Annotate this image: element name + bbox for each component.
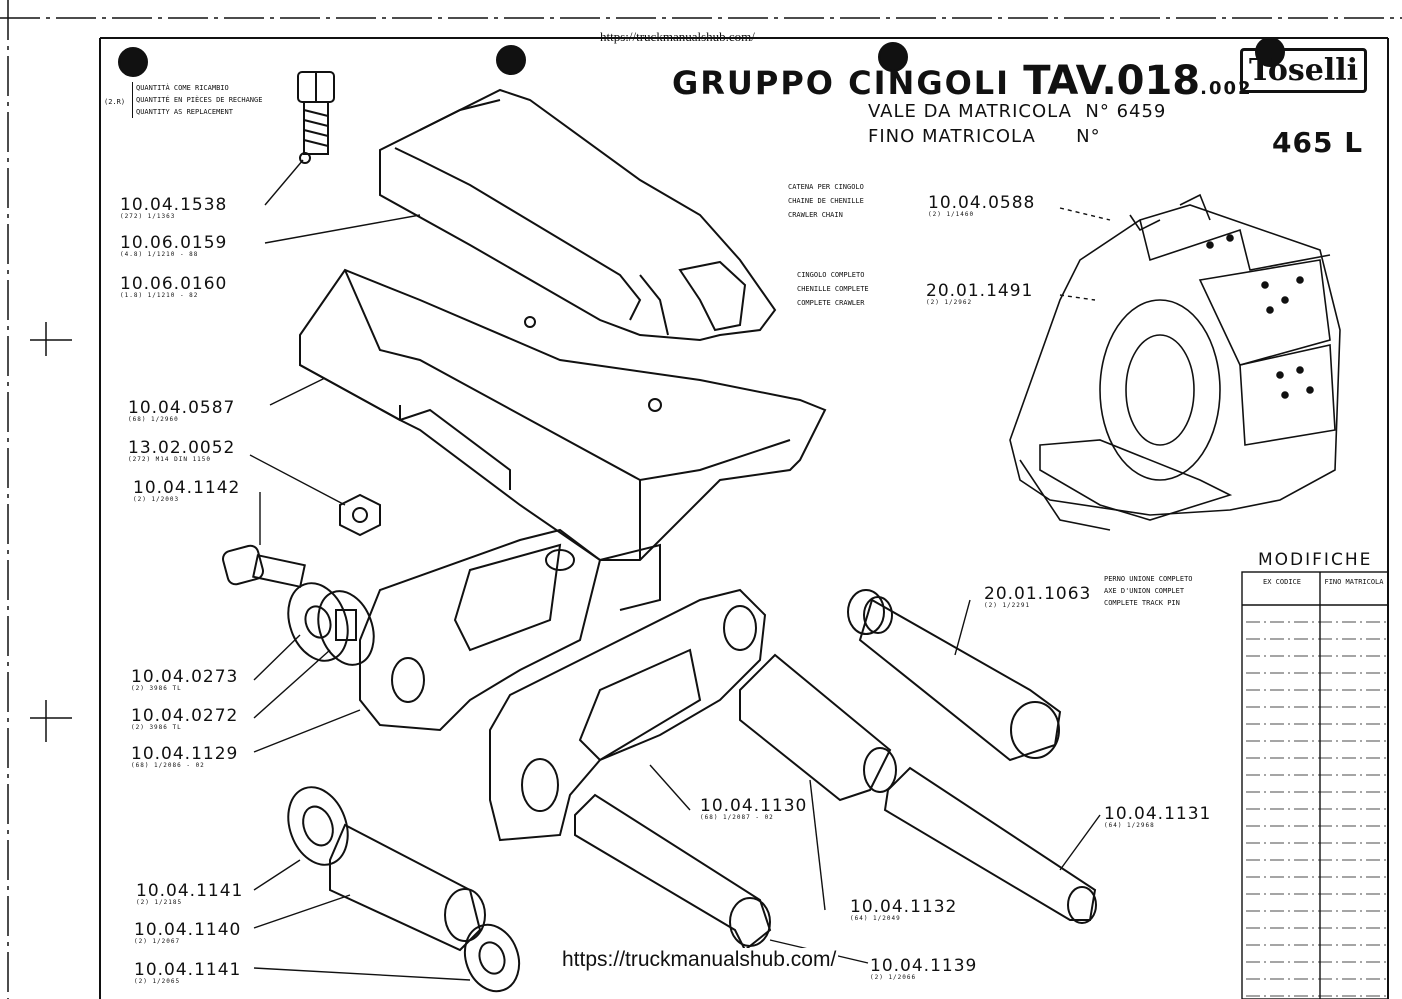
part-label: 10.04.1141(2) 1/2185 bbox=[136, 881, 244, 906]
source-url-bottom[interactable]: https://truckmanualshub.com/ bbox=[560, 948, 839, 972]
leader-lines bbox=[249, 159, 1111, 981]
valid-from: VALE DA MATRICOLA N° 6459 bbox=[868, 101, 1167, 122]
track-link-right bbox=[489, 588, 767, 842]
punch-hole bbox=[118, 47, 148, 77]
part-label: 10.06.0159(4.8) 1/1210 - 88 bbox=[120, 233, 228, 258]
part-label: 10.04.1130(68) 1/2087 - 02 bbox=[700, 796, 808, 821]
track-shoe-lower bbox=[299, 268, 827, 561]
modifiche-title: MODIFICHE bbox=[1258, 550, 1373, 570]
punch-hole bbox=[1255, 37, 1285, 67]
track-pin-long bbox=[883, 766, 1097, 924]
nut-drawing bbox=[339, 493, 381, 537]
modifiche-table-rows bbox=[1246, 621, 1386, 997]
valid-to: FINO MATRICOLA N° bbox=[868, 126, 1101, 147]
track-pin-upper bbox=[847, 589, 1062, 762]
model-label: 465 L bbox=[1272, 126, 1364, 159]
bushing-lower bbox=[329, 823, 486, 952]
crawler-assembly-drawing bbox=[1009, 193, 1341, 531]
part-label: 10.06.0160(1.8) 1/1210 - 82 bbox=[120, 274, 228, 299]
punch-hole bbox=[496, 45, 526, 75]
part-label: 10.04.0587(68) 1/2960 bbox=[128, 398, 236, 423]
part-label: 10.04.1139(2) 1/2066 bbox=[870, 956, 978, 981]
modifiche-col-1: EX CODICE bbox=[1263, 578, 1301, 586]
punch-hole bbox=[878, 42, 908, 72]
legend-marker: (2.R) bbox=[104, 98, 126, 106]
part-label: 10.04.1129(68) 1/2086 - 02 bbox=[131, 744, 239, 769]
part-label: 10.04.1538(272) 1/1363 bbox=[120, 195, 228, 220]
modifiche-table-grid bbox=[1241, 571, 1389, 999]
table-suffix: .002 bbox=[1200, 78, 1253, 99]
bolt-drawing bbox=[297, 71, 335, 164]
page-title: GRUPPO CINGOLI TAV.018.002 bbox=[672, 58, 1253, 104]
part-label: 10.04.1142(2) 1/2003 bbox=[133, 478, 241, 503]
callout-crawler-part: 20.01.1491(2) 1/2962 bbox=[926, 281, 1034, 306]
modifiche-col-2: FINO MATRICOLA bbox=[1324, 578, 1384, 586]
part-label: 10.04.1132(64) 1/2049 bbox=[850, 897, 958, 922]
washer-drawing bbox=[463, 923, 521, 993]
track-shoe-upper bbox=[379, 88, 777, 342]
table-code: TAV.018 bbox=[1023, 58, 1201, 104]
part-label: 10.04.0272(2) 3986 TL bbox=[131, 706, 239, 731]
callout-chain-part: 10.04.0588(2) 1/1460 bbox=[928, 193, 1036, 218]
washer-drawing bbox=[317, 590, 375, 666]
part-label: 13.02.0052(272) M14 DIN 1150 bbox=[128, 438, 236, 463]
part-label: 10.04.1131(64) 1/2968 bbox=[1104, 804, 1212, 829]
brand-logo: Toselli bbox=[1240, 48, 1368, 93]
callout-pin-part: 20.01.1063(2) 1/2291 bbox=[984, 584, 1092, 609]
washer-drawing bbox=[287, 786, 349, 866]
link-bolt-drawing bbox=[222, 544, 306, 588]
part-label: 10.04.1140(2) 1/2067 bbox=[134, 920, 242, 945]
track-link-left bbox=[359, 528, 661, 732]
legend-text: QUANTITÀ COME RICAMBIO QUANTITÉ EN PIÈCE… bbox=[132, 82, 262, 118]
bushing-drawing bbox=[739, 653, 897, 802]
part-label: 10.04.0273(2) 3986 TL bbox=[131, 667, 239, 692]
washer-drawing bbox=[287, 582, 349, 662]
part-label: 10.04.1141(2) 1/2065 bbox=[134, 960, 242, 985]
source-url-top[interactable]: https://truckmanualshub.com/ bbox=[600, 29, 755, 44]
track-pin-mid bbox=[574, 793, 772, 952]
